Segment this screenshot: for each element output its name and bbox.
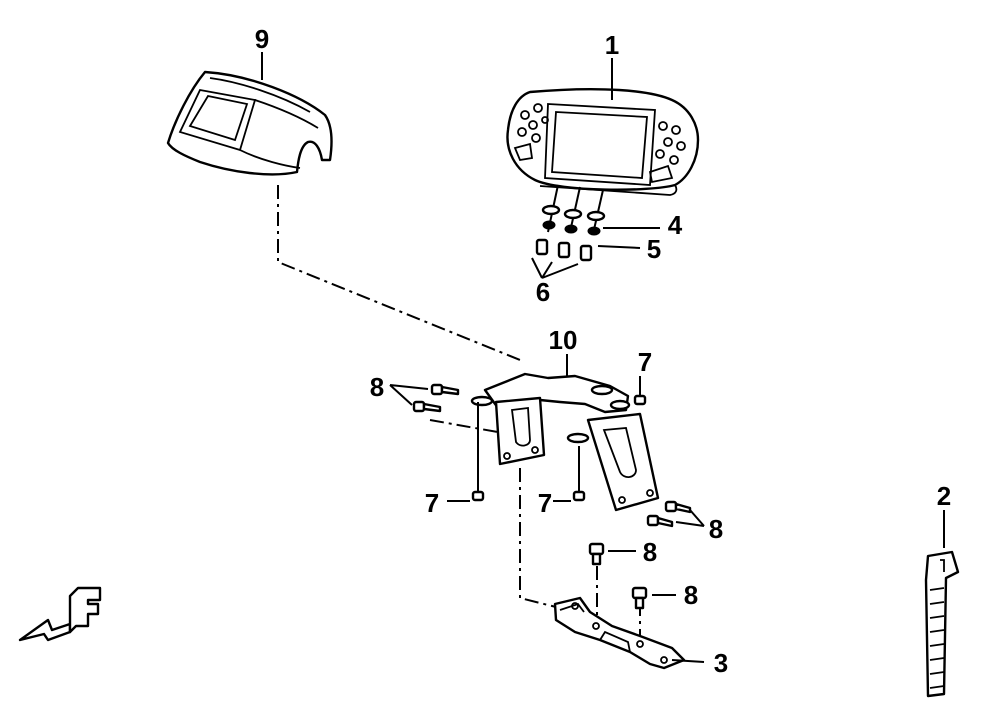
callout-8-upper-left: 8: [370, 372, 384, 402]
nut-left: [471, 402, 485, 502]
callout-9: 9: [255, 24, 269, 54]
nut-middle: [572, 446, 586, 502]
callout-6: 6: [536, 277, 550, 307]
bolt-lower-2: [631, 586, 648, 610]
alignment-line-bracket: [519, 468, 561, 609]
bolt-upper-left-1: [430, 383, 460, 396]
meter-mounting-hardware: [535, 184, 606, 262]
callout-7-left: 7: [425, 488, 439, 518]
meter-visor-part: [166, 70, 333, 176]
callout-5: 5: [647, 234, 661, 264]
callout-2: 2: [937, 481, 951, 511]
callout-7-middle: 7: [538, 488, 552, 518]
bolt-right-2: [646, 514, 674, 528]
leader-5: [597, 245, 641, 249]
leader-3: [671, 659, 705, 663]
front-direction-arrow-icon: [18, 586, 102, 642]
meter-bracket-part: [470, 372, 660, 512]
leader-6: [531, 257, 579, 279]
leader-8-right: [675, 509, 705, 527]
bolt-right-1: [664, 500, 692, 514]
lower-bracket-part: [553, 596, 686, 670]
callout-10: 10: [549, 325, 578, 355]
bolt-upper-left-2: [412, 400, 442, 413]
nut-top-right: [633, 376, 647, 406]
callout-1: 1: [605, 30, 619, 60]
alignment-line-visor: [277, 185, 521, 361]
cable-tie-part: [924, 550, 960, 698]
callout-4: 4: [668, 210, 683, 240]
callout-7-top: 7: [638, 347, 652, 377]
callout-8-lower-2: 8: [684, 580, 698, 610]
callout-3: 3: [714, 648, 728, 678]
meter-assembly-part: [506, 87, 700, 196]
bolt-lower-1: [588, 542, 605, 566]
leader-8-upper-left: [389, 384, 429, 406]
callout-8-right: 8: [709, 514, 723, 544]
callout-8-lower-1: 8: [643, 537, 657, 567]
